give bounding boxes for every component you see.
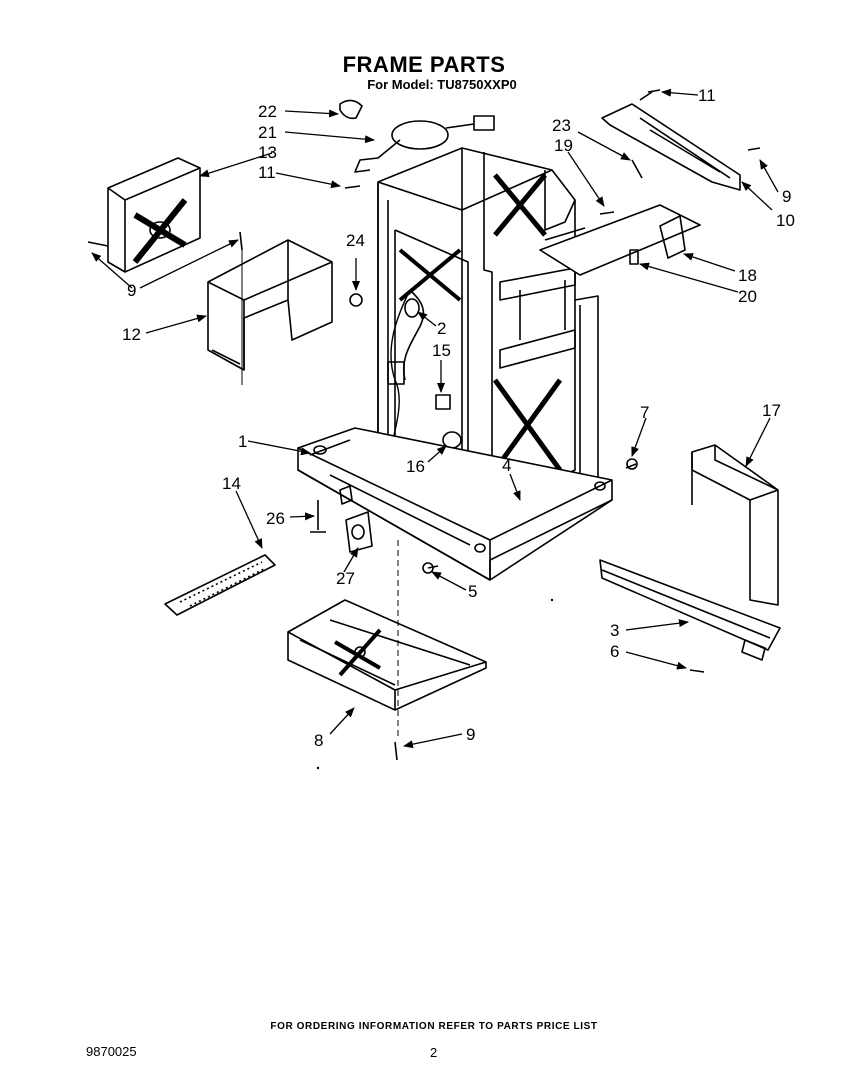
callout-13: 13 xyxy=(258,143,277,162)
callout-27: 27 xyxy=(336,569,355,588)
callout-4: 4 xyxy=(502,456,511,475)
callout-9-right: 9 xyxy=(782,187,791,206)
callout-23: 23 xyxy=(552,116,571,135)
right-bracket-plate xyxy=(539,204,701,276)
callout-26: 26 xyxy=(266,509,285,528)
callout-17: 17 xyxy=(762,401,781,420)
callout-6: 6 xyxy=(610,642,619,661)
callout-12: 12 xyxy=(122,325,141,344)
callout-labels: 22 21 13 11 9 12 24 2 15 1 14 26 16 4 27… xyxy=(122,86,795,750)
document-number: 9870025 xyxy=(86,1044,137,1059)
callout-9-left: 9 xyxy=(127,281,136,300)
page-number: 2 xyxy=(430,1045,438,1060)
bottom-pan xyxy=(287,599,487,711)
callout-19: 19 xyxy=(554,136,573,155)
small-parts xyxy=(87,89,761,761)
callout-11: 11 xyxy=(258,163,276,182)
callout-3: 3 xyxy=(610,621,619,640)
leader-arrows xyxy=(91,88,779,749)
model-subtitle: For Model: TU8750XXP0 xyxy=(367,77,517,92)
top-left-panel xyxy=(107,157,201,273)
callout-7: 7 xyxy=(640,403,649,422)
ordering-note: FOR ORDERING INFORMATION REFER TO PARTS … xyxy=(270,1021,598,1032)
callout-21: 21 xyxy=(258,123,277,142)
insulation-strip xyxy=(164,554,276,616)
main-frame-tower xyxy=(377,147,599,523)
callout-15: 15 xyxy=(432,341,451,360)
callout-14: 14 xyxy=(222,474,241,493)
top-right-bracket xyxy=(601,91,741,191)
print-specks xyxy=(316,598,554,770)
callout-20: 20 xyxy=(738,287,757,306)
side-cover-panel xyxy=(207,239,333,371)
callout-22: 22 xyxy=(258,102,277,121)
right-side-panel xyxy=(691,444,779,606)
callout-5: 5 xyxy=(468,582,477,601)
callout-18: 18 xyxy=(738,266,757,285)
callout-9-bottom: 9 xyxy=(466,725,475,744)
callout-11-right: 11 xyxy=(698,86,716,105)
page-title: FRAME PARTS xyxy=(342,52,506,77)
callout-10: 10 xyxy=(776,211,795,230)
callout-8: 8 xyxy=(314,731,323,750)
front-rail xyxy=(599,559,781,661)
callout-2: 2 xyxy=(437,319,446,338)
callout-1: 1 xyxy=(238,432,247,451)
callout-16: 16 xyxy=(406,457,425,476)
frame-base xyxy=(297,427,613,581)
callout-24: 24 xyxy=(346,231,365,250)
